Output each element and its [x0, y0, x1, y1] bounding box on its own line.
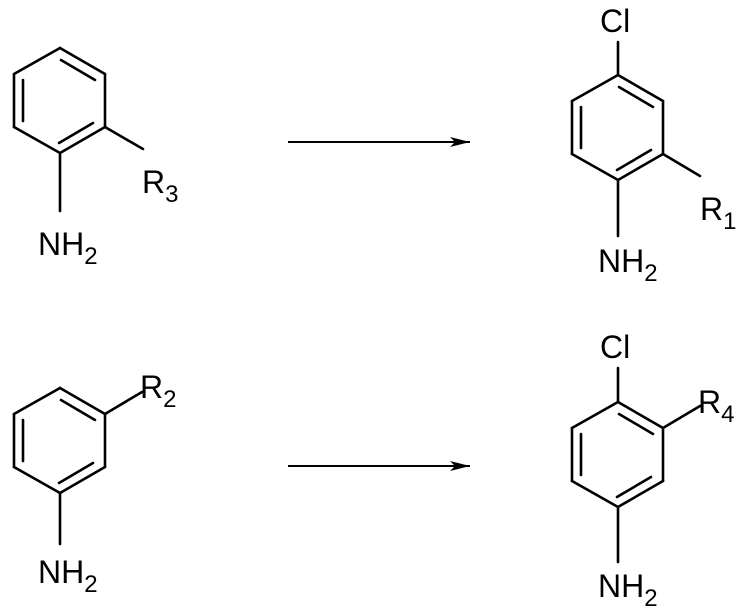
product-2-amine-label: NH2 [598, 568, 658, 609]
reactant-1-molecule: R3 NH2 [12, 46, 178, 270]
product-1-r-bond [661, 152, 702, 178]
product-1-ring [570, 73, 665, 182]
product-2-substituent-label: R4 [698, 384, 734, 428]
reactant-1-amine-label: NH2 [38, 226, 98, 270]
reactant-1-r-bond [103, 125, 145, 151]
reactant-1-substituent-label: R3 [142, 164, 178, 208]
reactant-1-ring [12, 46, 107, 155]
product-2-halogen-label: Cl [600, 329, 630, 365]
reactant-2-ring [12, 386, 107, 495]
product-1-substituent-label: R1 [700, 191, 736, 235]
product-2-molecule: Cl R4 NH2 [570, 329, 734, 609]
reactant-2-substituent-label: R2 [140, 369, 176, 413]
product-1-halogen-label: Cl [600, 3, 630, 39]
reactant-2-amine-label: NH2 [38, 554, 98, 598]
product-2-ring [570, 400, 665, 509]
reactant-2-r-bond [103, 390, 144, 416]
product-2-r-bond [661, 404, 702, 430]
reactant-2-molecule: R2 NH2 [12, 369, 176, 598]
product-1-molecule: Cl R1 NH2 [570, 3, 736, 287]
product-1-amine-label: NH2 [598, 243, 658, 287]
